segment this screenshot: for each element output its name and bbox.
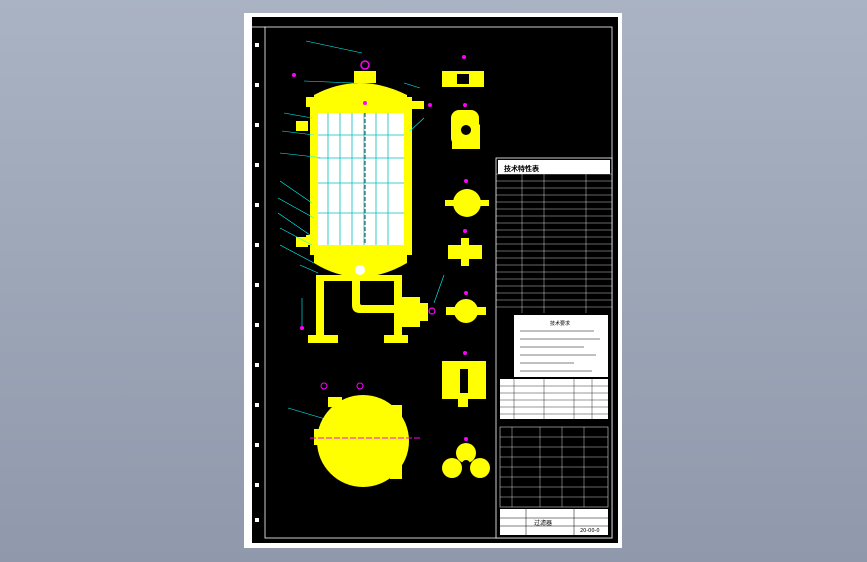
cad-drawing: 技术特性表 技术要求 过滤器 20-00-0	[252, 17, 618, 543]
notes-heading: 技术要求	[550, 320, 570, 327]
flange-top-view-icon	[310, 382, 420, 487]
drawing-sheet: 技术特性表 技术要求 过滤器 20-00-0	[244, 13, 622, 548]
detail-cutouts	[457, 74, 471, 468]
table-heading: 技术特性表	[504, 164, 540, 173]
drawing-number: 20-00-0	[580, 528, 600, 534]
zone-markers	[255, 43, 259, 522]
nozzle-marks	[292, 73, 432, 330]
technical-table	[495, 157, 613, 539]
pressure-vessel-section-icon	[296, 60, 436, 343]
leader-lines	[277, 40, 445, 422]
detail-markers	[462, 55, 468, 441]
unit-label: 过滤器	[534, 519, 552, 527]
